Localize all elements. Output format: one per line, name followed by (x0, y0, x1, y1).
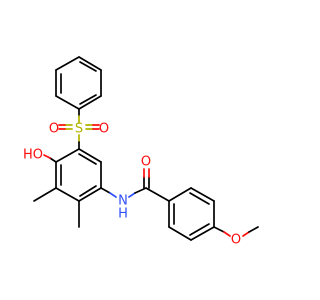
bond (55, 148, 80, 163)
bond (78, 95, 102, 110)
carbonyl-oxygen-label: O (141, 155, 151, 170)
bond (213, 226, 225, 233)
sulfonyl-group (58, 108, 100, 150)
sulfur-atom-label: S (75, 122, 83, 137)
bond (242, 231, 250, 237)
bond (79, 61, 97, 72)
bond (55, 187, 80, 202)
bond (78, 56, 102, 71)
bond (109, 192, 117, 198)
sulfonyl-oxygen-right-label: O (99, 122, 109, 137)
bond (189, 223, 210, 236)
amide-hydrogen-label: H (118, 207, 128, 222)
methyl-groups (33, 187, 80, 228)
methyl-bond-left (33, 187, 57, 202)
phenyl-ring (55, 56, 102, 110)
bond (190, 187, 215, 202)
amide-linkage (100, 168, 170, 202)
bond (55, 95, 80, 110)
bond (100, 187, 111, 194)
hydroxyl-group (43, 154, 57, 163)
bond (49, 157, 57, 163)
bond (78, 153, 97, 165)
bond (145, 187, 170, 202)
bond (248, 226, 259, 233)
methoxy-group (213, 226, 259, 237)
bond (190, 226, 215, 241)
bond (223, 231, 231, 237)
sulfonyl-oxygen-left-label: O (49, 122, 59, 137)
hydroxyl-label: HO (23, 148, 43, 163)
bond (168, 187, 192, 202)
amide-nitrogen-label: N (118, 194, 128, 209)
bond (43, 154, 51, 159)
bond (55, 56, 80, 71)
bond (168, 226, 192, 241)
bond (79, 94, 97, 105)
molecule-structure: S O O HO N H O O (23, 56, 259, 248)
bond (78, 187, 102, 202)
bond (128, 192, 136, 198)
bond (189, 192, 210, 205)
methoxy-oxygen-label: O (231, 233, 241, 248)
bond (79, 185, 97, 197)
methoxyphenyl-ring (168, 187, 215, 241)
central-ring (55, 148, 102, 202)
bond (78, 148, 102, 163)
